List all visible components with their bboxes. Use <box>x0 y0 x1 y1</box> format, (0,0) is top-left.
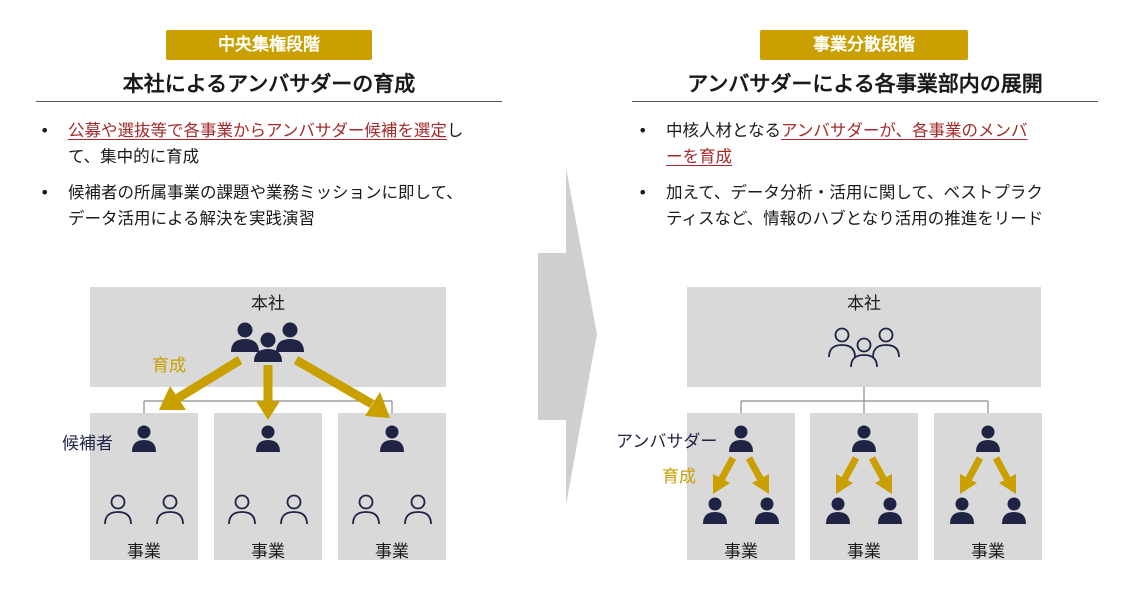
left-bullet-1-highlight: 公募や選抜等で各事業からアンバサダー候補を選定 <box>68 121 447 140</box>
left-candidate-icons <box>132 425 404 452</box>
left-hq-people-icon <box>231 322 304 362</box>
left-dept-label-3: 事業 <box>375 542 409 562</box>
right-training-label: 育成 <box>662 467 696 487</box>
candidate-label: 候補者 <box>62 434 113 454</box>
left-bullet-1-rest: して、集中的に育成 <box>68 121 464 166</box>
right-stage-badge: 事業分散段階 <box>760 30 968 60</box>
right-training-arrows <box>713 456 1016 494</box>
left-heading: 本社によるアンバサダーの育成 <box>122 72 416 96</box>
right-hq-label: 本社 <box>847 294 881 314</box>
left-divider <box>36 101 502 102</box>
right-hq-box <box>687 287 1041 387</box>
right-dept-label-3: 事業 <box>971 542 1005 562</box>
left-stage-badge: 中央集権段階 <box>166 30 372 60</box>
right-bullet-2: 加えて、データ分析・活用に関して、ベストプラクティスなど、情報のハブとなり活用の… <box>634 180 1044 232</box>
right-member-icons <box>703 497 1026 524</box>
right-org-connectors <box>740 387 989 413</box>
left-hq-label: 本社 <box>251 294 285 314</box>
left-member-icons <box>104 494 432 525</box>
left-arrow-head-1 <box>159 386 186 410</box>
right-divider <box>632 101 1098 102</box>
right-bullet-1-highlight: アンバサダーが、各事業のメンバーを育成 <box>666 121 1028 166</box>
right-bullet-1-pre: 中核人材となる <box>666 121 782 140</box>
left-dept-label-1: 事業 <box>127 542 161 562</box>
right-dept-label-1: 事業 <box>724 542 758 562</box>
left-bullet-2: 候補者の所属事業の課題や業務ミッションに即して、データ活用による解決を実践演習 <box>36 180 476 232</box>
stage-transition-chevron <box>538 168 597 505</box>
left-bullet-1: 公募や選抜等で各事業からアンバサダー候補を選定して、集中的に育成 <box>36 118 476 170</box>
left-bullet-list: 公募や選抜等で各事業からアンバサダー候補を選定して、集中的に育成 候補者の所属事… <box>36 118 476 242</box>
right-heading: アンバサダーによる各事業部内の展開 <box>687 72 1043 96</box>
left-training-label: 育成 <box>152 356 186 376</box>
left-dept-label-2: 事業 <box>251 542 285 562</box>
right-dept-label-2: 事業 <box>847 542 881 562</box>
right-bullet-list: 中核人材となるアンバサダーが、各事業のメンバーを育成 加えて、データ分析・活用に… <box>634 118 1044 242</box>
left-arrow-head-2 <box>256 401 280 420</box>
right-ambassador-icons <box>729 425 1000 452</box>
left-training-arrows <box>159 356 390 420</box>
ambassador-label: アンバサダー <box>616 432 718 452</box>
left-arrow-head-3 <box>365 392 390 418</box>
right-hq-people-icon <box>828 327 900 368</box>
right-bullet-1: 中核人材となるアンバサダーが、各事業のメンバーを育成 <box>634 118 1044 170</box>
